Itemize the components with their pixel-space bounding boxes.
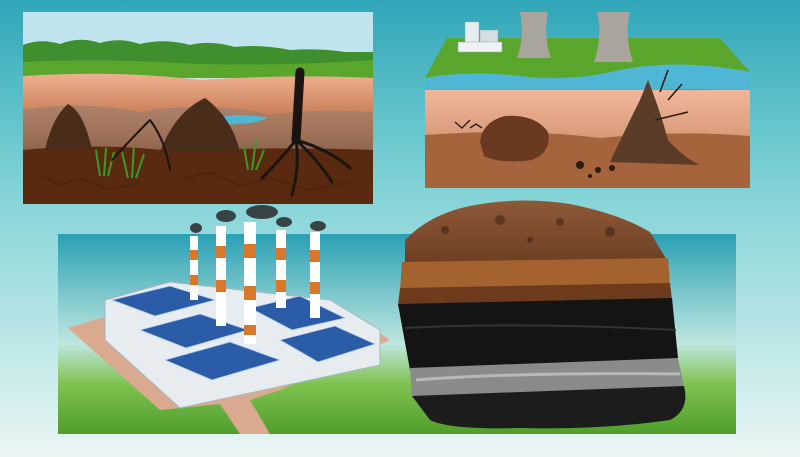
gray-rock-band xyxy=(410,358,684,398)
peat-top-layer xyxy=(405,200,668,270)
panel-coal-layers xyxy=(398,200,686,429)
peat-mound-left xyxy=(45,104,92,150)
scattered-debris xyxy=(576,161,615,178)
panel-peat-bog xyxy=(23,12,373,204)
smoke-plumes xyxy=(190,205,326,233)
panel-river-plain xyxy=(425,12,750,188)
river xyxy=(425,64,750,96)
solar-panels-icon xyxy=(110,285,377,381)
peat-mound-right xyxy=(160,98,240,152)
brown-rock xyxy=(480,115,549,162)
grass-tufts xyxy=(95,139,265,179)
city-buildings-icon xyxy=(457,21,503,53)
bird-icons xyxy=(454,119,483,129)
coal-seam xyxy=(398,298,678,370)
tree-stump xyxy=(610,80,700,165)
dead-tree-roots xyxy=(111,67,352,197)
chimney-stacks-icon xyxy=(190,222,320,344)
cooling-tower-left-icon xyxy=(517,12,551,58)
cooling-tower-right-icon xyxy=(594,12,633,62)
